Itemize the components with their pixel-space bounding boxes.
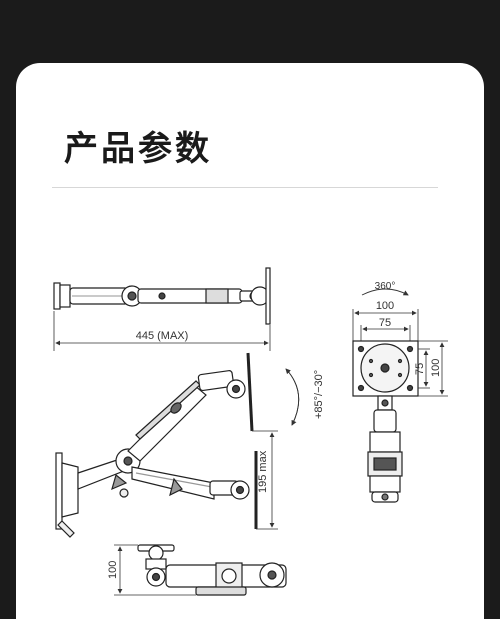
vesa-height-outer-dimension — [418, 340, 448, 397]
vesa-width-outer-dimension — [352, 309, 419, 341]
tilt-angle-indicator — [285, 368, 300, 426]
bottom-depth-dimension — [114, 544, 196, 596]
rotation-label: 360° — [375, 281, 396, 292]
side-upper-vesa-plate — [246, 352, 254, 432]
page-title: 产品参数 — [64, 129, 212, 169]
height-label: 195 max — [257, 450, 269, 493]
top-length-label: 445 (MAX) — [136, 330, 189, 342]
vesa-width-inner-dimension — [360, 325, 411, 341]
vesa-height-outer-label: 100 — [430, 359, 442, 377]
title-divider — [52, 187, 438, 188]
vesa-height-inner-label: 75 — [414, 363, 426, 375]
top-view-arm — [53, 267, 271, 325]
top-length-dimension — [53, 311, 271, 351]
vesa-view-arm — [367, 395, 403, 503]
tilt-angle-label: +85°/−30° — [313, 370, 325, 419]
vesa-width-inner-label: 75 — [379, 317, 391, 329]
height-dimension — [252, 430, 278, 530]
bottom-depth-label: 100 — [107, 561, 119, 579]
rotation-indicator — [361, 288, 409, 296]
side-upper-arm-raised — [127, 384, 207, 462]
side-view-arm — [55, 352, 258, 538]
side-wall-plate — [55, 452, 63, 530]
product-card: 产品参数 — [16, 63, 484, 619]
vesa-width-outer-label: 100 — [376, 300, 394, 312]
vesa-height-inner-dimension — [418, 348, 430, 389]
vesa-plate — [352, 340, 419, 397]
bottom-view-arm — [137, 544, 287, 596]
product-dimension-diagram: 445 (MAX) — [53, 267, 448, 596]
top-vesa-plate — [265, 267, 271, 325]
top-wall-plate — [53, 282, 61, 310]
